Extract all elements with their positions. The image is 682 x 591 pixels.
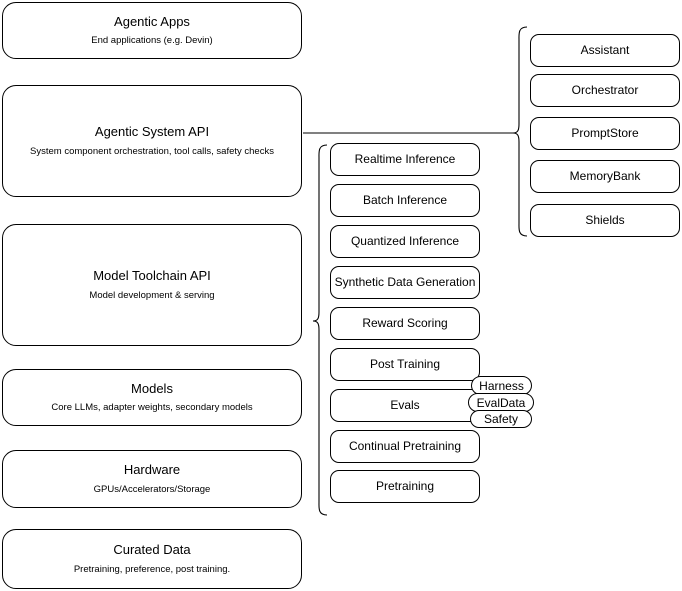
eval-tag-safety[interactable]: Safety [470, 410, 532, 428]
layer-curated-data[interactable]: Curated Data Pretraining, preference, po… [2, 529, 302, 589]
system-item-memorybank[interactable]: MemoryBank [530, 160, 680, 193]
layer-subtitle: System component orchestration, tool cal… [30, 145, 274, 157]
toolchain-item-synthetic-data-generation[interactable]: Synthetic Data Generation [330, 266, 480, 299]
toolchain-item-quantized-inference[interactable]: Quantized Inference [330, 225, 480, 258]
toolchain-item-label: Evals [390, 398, 420, 412]
system-item-label: PromptStore [571, 126, 639, 140]
toolchain-item-continual-pretraining[interactable]: Continual Pretraining [330, 430, 480, 463]
layer-title: Model Toolchain API [93, 268, 211, 284]
layer-subtitle: End applications (e.g. Devin) [91, 35, 213, 47]
layer-subtitle: Model development & serving [89, 289, 215, 301]
system-item-orchestrator[interactable]: Orchestrator [530, 74, 680, 107]
toolchain-item-label: Pretraining [375, 479, 435, 493]
toolchain-item-label: Batch Inference [362, 193, 448, 207]
layer-title: Agentic System API [94, 124, 210, 140]
toolchain-item-label: Quantized Inference [350, 234, 460, 248]
layer-subtitle: Core LLMs, adapter weights, secondary mo… [51, 402, 253, 414]
toolchain-item-label: Post Training [369, 357, 441, 371]
toolchain-item-label: Continual Pretraining [348, 439, 462, 453]
layer-hardware[interactable]: Hardware GPUs/Accelerators/Storage [2, 450, 302, 508]
eval-tag-label: Harness [479, 378, 524, 393]
toolchain-item-reward-scoring[interactable]: Reward Scoring [330, 307, 480, 340]
system-item-assistant[interactable]: Assistant [530, 34, 680, 67]
system-components-brace [512, 26, 528, 237]
layer-subtitle: Pretraining, preference, post training. [73, 563, 231, 575]
layer-model-toolchain-api[interactable]: Model Toolchain API Model development & … [2, 224, 302, 346]
layer-models[interactable]: Models Core LLMs, adapter weights, secon… [2, 369, 302, 426]
layer-title: Agentic Apps [114, 13, 190, 29]
eval-tag-label: Safety [483, 412, 519, 426]
toolchain-item-batch-inference[interactable]: Batch Inference [330, 184, 480, 217]
eval-tag-label: EvalData [476, 395, 526, 410]
system-item-promptstore[interactable]: PromptStore [530, 117, 680, 150]
toolchain-item-evals[interactable]: Evals [330, 389, 480, 422]
layer-agentic-apps[interactable]: Agentic Apps End applications (e.g. Devi… [2, 2, 302, 59]
toolchain-item-label: Realtime Inference [354, 152, 456, 166]
system-item-shields[interactable]: Shields [530, 204, 680, 237]
system-item-label: Assistant [580, 43, 630, 57]
toolchain-item-label: Reward Scoring [362, 316, 448, 330]
layer-title: Curated Data [113, 542, 191, 558]
toolchain-item-label: Synthetic Data Generation [334, 275, 476, 289]
toolchain-item-pretraining[interactable]: Pretraining [330, 470, 480, 503]
system-item-label: Orchestrator [571, 83, 639, 97]
toolchain-item-realtime-inference[interactable]: Realtime Inference [330, 143, 480, 176]
layer-title: Hardware [123, 462, 181, 478]
toolchain-components-brace [312, 144, 328, 516]
layer-subtitle: GPUs/Accelerators/Storage [93, 483, 211, 495]
system-item-label: Shields [585, 213, 625, 227]
layer-title: Models [131, 380, 173, 396]
layer-agentic-system-api[interactable]: Agentic System API System component orch… [2, 85, 302, 197]
system-item-label: MemoryBank [569, 169, 641, 183]
toolchain-item-post-training[interactable]: Post Training [330, 348, 480, 381]
